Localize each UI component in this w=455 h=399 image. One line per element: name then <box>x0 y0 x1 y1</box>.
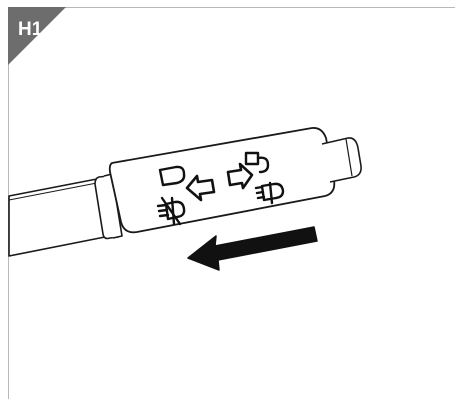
lever-grip <box>108 127 336 234</box>
arrow-left-symbol <box>185 174 216 202</box>
lever-tip <box>321 137 362 183</box>
figure-label: H1 <box>18 19 43 40</box>
arrow-right-symbol <box>226 162 254 190</box>
lever-collar <box>94 173 123 240</box>
headlamp-high-beam-symbol <box>254 181 285 205</box>
frame-border-top <box>8 7 455 8</box>
figure-tag: H1 <box>8 7 66 65</box>
lights-off-symbol <box>156 196 186 226</box>
lever-shaft <box>8 177 111 257</box>
pull-direction-arrow <box>187 226 318 271</box>
headlamp-low-beam-symbol <box>158 165 186 187</box>
flash-to-pass-symbol <box>244 151 270 174</box>
figure-tag-triangle <box>8 7 66 65</box>
